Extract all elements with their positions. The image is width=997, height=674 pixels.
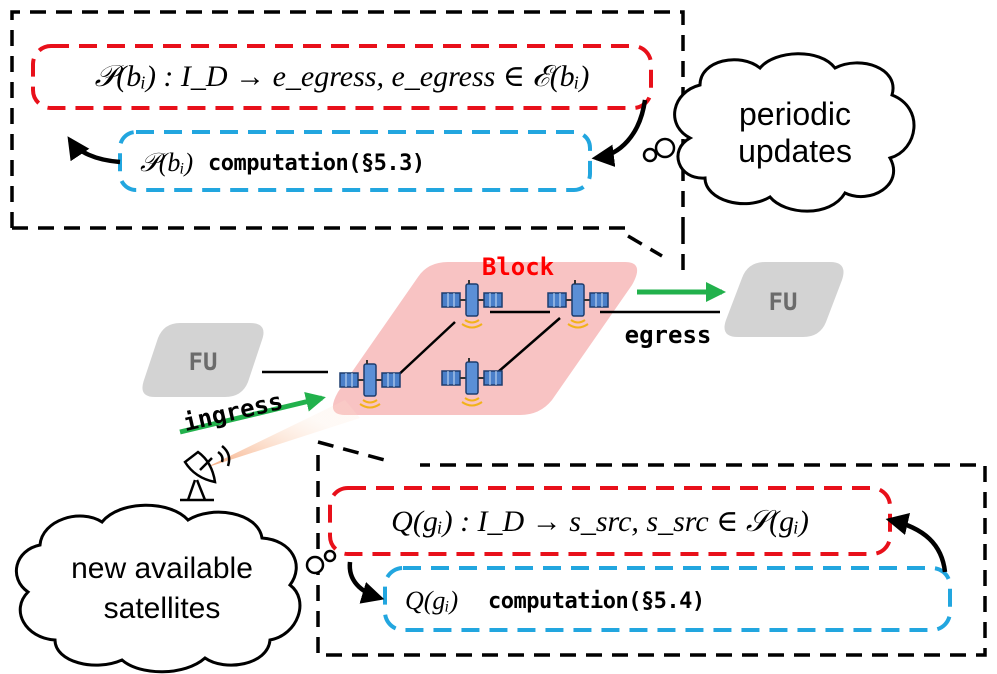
new-satellites-cloud: new available satellites <box>15 503 337 674</box>
fu-right: FU <box>724 262 844 337</box>
path-computation-symbol: 𝒫(bᵢ) <box>140 148 193 177</box>
egress-label: egress <box>625 321 712 349</box>
block-label: Block <box>482 253 555 281</box>
periodic-updates-line1: periodic <box>739 96 851 132</box>
selection-rule: Q(gᵢ) : I_D → s_src, s_src ∈ 𝒮(gᵢ) <box>391 505 809 538</box>
arrow-to-source-computation <box>347 561 385 604</box>
new-satellites-line1: new available <box>71 552 253 585</box>
new-satellites-line2: satellites <box>104 592 221 625</box>
fu-left: FU <box>142 323 264 397</box>
source-computation-symbol: Q(gᵢ) <box>405 586 458 615</box>
source-computation-label: computation(§5.4) <box>488 589 705 614</box>
bottom-panel: Q(gᵢ) : I_D → s_src, s_src ∈ 𝒮(gᵢ) Q(gᵢ)… <box>316 440 987 657</box>
fu-left-label: FU <box>189 348 218 376</box>
path-computation-label: computation(§5.3) <box>208 151 425 176</box>
arrow-to-rule <box>67 136 121 165</box>
block-region: Block <box>332 253 638 415</box>
ground-beam <box>205 400 360 468</box>
arrow-to-computation <box>591 99 648 167</box>
links <box>262 310 720 379</box>
top-panel: 𝒫(bᵢ) : I_D → e_egress, e_egress ∈ ℰ(bᵢ)… <box>10 10 685 270</box>
periodic-updates-cloud: periodic updates <box>642 52 916 213</box>
forwarding-rule-box <box>31 44 653 110</box>
fu-right-label: FU <box>769 288 798 316</box>
source-computation-box <box>383 566 952 632</box>
periodic-updates-line2: updates <box>738 133 852 169</box>
arrow-to-selection-rule <box>885 513 948 573</box>
ground-station-icon <box>180 445 231 502</box>
forwarding-rule: 𝒫(bᵢ) : I_D → e_egress, e_egress ∈ ℰ(bᵢ) <box>95 60 590 93</box>
ingress-arrow <box>179 392 326 435</box>
